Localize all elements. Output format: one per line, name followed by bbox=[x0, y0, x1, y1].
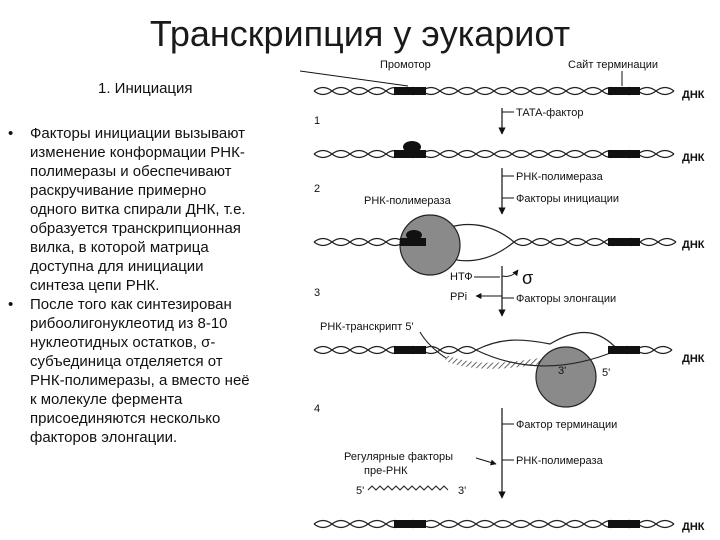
step-number-4: 4 bbox=[314, 403, 320, 415]
bullet-text: Факторы инициации вызывают изменение кон… bbox=[30, 125, 246, 294]
ntp-label: НТФ bbox=[450, 271, 473, 283]
promoter-box bbox=[394, 150, 426, 158]
dna-label-2: ДНК bbox=[682, 152, 705, 164]
termination-site-label: Сайт терминации bbox=[568, 59, 658, 71]
terminator-box bbox=[608, 346, 640, 354]
tata-factor-label: ТАТА-фактор bbox=[516, 107, 583, 119]
helix-strand bbox=[313, 237, 405, 247]
elongation-factors-label: Факторы элонгации bbox=[516, 293, 616, 305]
terminator-box bbox=[608, 150, 640, 158]
dna-strand-5 bbox=[313, 519, 675, 529]
rna-polymerase-label-right: РНК-полимераза bbox=[516, 171, 604, 183]
regulatory-pointer bbox=[475, 457, 497, 466]
step-number-2: 2 bbox=[314, 183, 320, 195]
slide-title: Транскрипция у эукариот bbox=[149, 14, 571, 54]
helix-strand bbox=[513, 237, 677, 247]
helix-strand bbox=[313, 237, 405, 247]
tata-factor-bound bbox=[403, 141, 421, 153]
dna-strand-3 bbox=[313, 214, 677, 276]
initiation-factors-label: Факторы инициации bbox=[516, 193, 619, 205]
helix-strand bbox=[513, 237, 677, 247]
transcription-diagram: Промотор Сайт терминации ДНК 1 ТАТА-факт… bbox=[300, 59, 705, 533]
dna-label-3: ДНК bbox=[682, 239, 705, 251]
rna-hatched-strand bbox=[444, 355, 547, 369]
tata-factor-bound bbox=[406, 230, 422, 240]
bullet-list: • Факторы инициации вызывают изменение к… bbox=[4, 124, 304, 447]
rna-3-end-label: 3' bbox=[558, 365, 566, 377]
sigma-pointer bbox=[501, 269, 519, 277]
terminator-box bbox=[608, 87, 640, 95]
dna-strand-2 bbox=[313, 141, 675, 159]
promoter-box bbox=[394, 346, 426, 354]
termination-factor-label: Фактор терминации bbox=[516, 419, 617, 431]
sigma-label: σ bbox=[522, 268, 533, 288]
rna-3-label: 3' bbox=[458, 485, 466, 497]
dna-label-4: ДНК bbox=[682, 353, 705, 365]
promoter-pointer bbox=[300, 70, 409, 87]
dna-5-end-label: 5' bbox=[602, 367, 610, 379]
dna-strand-4 bbox=[313, 331, 673, 408]
step-number-1: 1 bbox=[314, 115, 320, 127]
rna-polymerase-label-4: РНК-полимераза bbox=[516, 455, 604, 467]
promoter-box bbox=[400, 238, 426, 246]
released-rna bbox=[367, 485, 449, 491]
section-heading: 1. Инициация bbox=[98, 80, 193, 97]
promoter-box bbox=[394, 87, 426, 95]
bullet-text: После того как синтезирован рибоолигонук… bbox=[30, 296, 250, 446]
open-bubble-bottom bbox=[475, 349, 619, 367]
promoter-label: Промотор bbox=[380, 59, 431, 71]
dna-strand-1 bbox=[313, 86, 675, 96]
bullet-item: • Факторы инициации вызывают изменение к… bbox=[4, 124, 304, 295]
step-number-3: 3 bbox=[314, 287, 320, 299]
ppi-label: PPi bbox=[450, 291, 467, 303]
terminator-box bbox=[608, 520, 640, 528]
dna-label-1: ДНК bbox=[682, 89, 705, 101]
transcript-pointer bbox=[419, 331, 447, 359]
open-bubble-top bbox=[475, 331, 619, 351]
rna-polymerase-blob bbox=[535, 346, 597, 408]
promoter-box bbox=[394, 520, 426, 528]
dna-label-5: ДНК bbox=[682, 521, 705, 533]
terminator-box bbox=[608, 238, 640, 246]
transcript-label: РНК-транскрипт 5' bbox=[320, 321, 414, 333]
bullet-marker: • bbox=[8, 125, 14, 142]
regulatory-factors-line: Регулярные факторы bbox=[344, 451, 453, 463]
rna-5-label: 5' bbox=[356, 485, 364, 497]
bullet-marker: • bbox=[8, 296, 14, 313]
regulatory-factors-label: Регулярные факторы пре-РНК bbox=[344, 451, 456, 477]
bullet-item: • После того как синтезирован рибоолигон… bbox=[4, 295, 304, 447]
regulatory-factors-line: пре-РНК bbox=[364, 465, 408, 477]
rna-polymerase-label-left: РНК-полимераза bbox=[364, 195, 452, 207]
